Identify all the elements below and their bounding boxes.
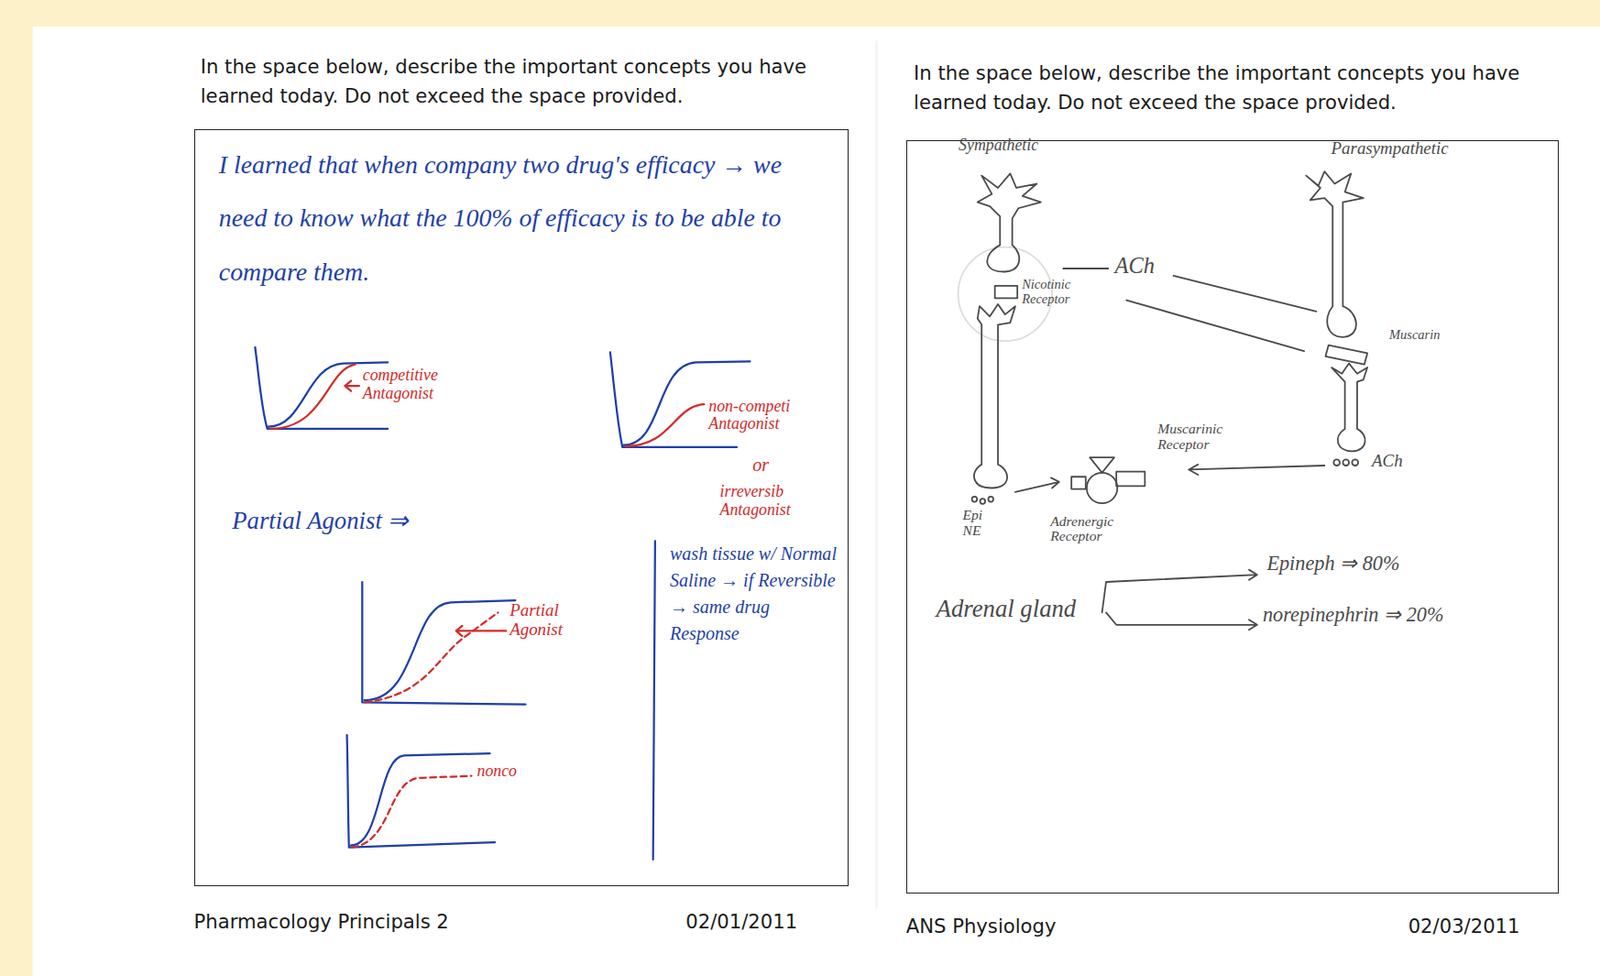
paper-sheet: [32, 26, 1600, 976]
curve-label: irreversib Antagonist: [720, 482, 844, 519]
muscarinic-receptor: [1325, 345, 1368, 365]
ach-leader: [1173, 275, 1317, 312]
transmitter-dot: [987, 496, 994, 503]
hormone-label: norepinephrin ⇒ 20%: [1262, 603, 1445, 626]
release-arrow: [1015, 477, 1060, 493]
noncompetitive-curve: [351, 776, 472, 848]
transmitter-label: Epi NE: [963, 507, 1005, 539]
transmitter-dot: [972, 496, 978, 503]
system-label: Sympathetic: [958, 136, 1039, 154]
curve-label: competitive Antagonist: [362, 366, 494, 403]
parasympathetic-postganglionic: [1331, 363, 1368, 452]
receptor-part: [1116, 471, 1145, 487]
antagonist-curve: [625, 404, 705, 447]
receptor-label: Muscarinic Receptor: [1157, 421, 1270, 453]
graph-axes: [361, 581, 526, 705]
partial-agonist-curve: [365, 612, 499, 702]
pointer-arrow: [344, 381, 360, 392]
agonist-curve: [350, 753, 490, 845]
page-fold: [875, 41, 877, 910]
receptor-label: Adrenergic Receptor: [1050, 514, 1152, 546]
receptor-label: Muscarin: [1389, 328, 1440, 343]
instruction-text: In the space below, describe the importa…: [200, 52, 855, 110]
receptor-part: [1071, 476, 1086, 489]
footer-date: 02/01/2011: [685, 909, 798, 933]
curve-label: nonco: [477, 762, 518, 781]
antagonist-curve: [270, 364, 355, 429]
transmitter-dot: [980, 498, 987, 505]
handwritten-note: wash tissue w/ Normal Saline → if Revers…: [669, 540, 844, 647]
pointer-arrow: [456, 625, 507, 636]
footer-title: ANS Physiology: [906, 914, 1057, 938]
parasympathetic-preganglionic: [1305, 171, 1363, 338]
divider-line: [653, 540, 656, 860]
transmitter-dot: [1342, 459, 1349, 466]
transmitter-label: ACh: [1371, 451, 1403, 471]
graph-axes: [347, 734, 495, 848]
handwritten-heading: Partial Agonist ⇒: [231, 505, 498, 536]
footer-title: Pharmacology Principals 2: [194, 909, 450, 933]
postganglionic-neuron: [974, 304, 1016, 489]
hormone-label: Epineph ⇒ 80%: [1266, 552, 1400, 575]
footer-date: 02/03/2011: [1408, 914, 1521, 938]
system-label: Parasympathetic: [1331, 139, 1449, 158]
curve-label: or: [752, 454, 769, 475]
adrenergic-receptor: [1086, 472, 1118, 504]
ach-leader: [1063, 267, 1108, 270]
adrenal-bracket: [1102, 569, 1258, 614]
transmitter-label: ACh: [1114, 253, 1155, 278]
adrenal-bracket: [1106, 612, 1258, 630]
ach-leader: [1126, 300, 1305, 352]
note-panel: In the space below, describe the importa…: [906, 140, 1560, 895]
nicotinic-receptor: [995, 285, 1018, 298]
curve-label: non-competi Antagonist: [708, 397, 844, 434]
release-arrow: [1188, 464, 1325, 475]
note-panel: In the space below, describe the importa…: [194, 129, 850, 886]
instruction-text: In the space below, describe the importa…: [913, 58, 1568, 117]
handwritten-note: I learned that when company two drug's e…: [219, 138, 832, 299]
transmitter-dot: [1351, 459, 1359, 466]
preganglionic-neuron: [977, 173, 1042, 272]
organ-label: Adrenal gland: [936, 595, 1077, 623]
curve-label: Partial Agonist: [509, 601, 612, 640]
receptor-label: Nicotinic Receptor: [1021, 277, 1116, 307]
transmitter-dot: [1333, 459, 1340, 466]
receptor-part: [1089, 457, 1115, 473]
